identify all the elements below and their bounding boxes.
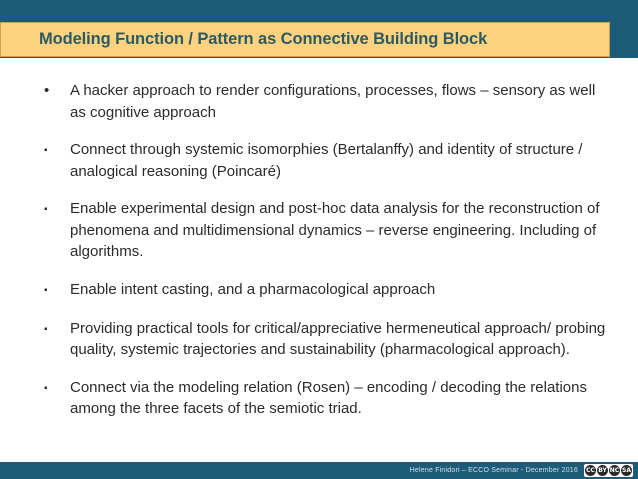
list-item-text: Enable intent casting, and a pharmacolog… [70,280,436,298]
bullet-square-icon: ▪ [44,382,48,394]
list-item: ▪ Providing practical tools for critical… [0,318,638,361]
slide-title-bar: Modeling Function / Pattern as Connectiv… [0,22,610,57]
bullet-square-icon: ▪ [44,145,48,156]
cc-by-icon: BY [597,465,608,476]
slide-body: • A hacker approach to render configurat… [0,58,638,462]
bullet-square-icon: ▪ [44,204,48,215]
list-item: ▪ Enable intent casting, and a pharmacol… [0,279,638,302]
list-item-text: Enable experimental design and post-hoc … [70,200,600,260]
list-item: • A hacker approach to render configurat… [0,80,638,123]
list-item-text: Connect via the modeling relation (Rosen… [70,378,587,418]
bullet-square-icon: ▪ [44,284,48,296]
list-item-text: Connect through systemic isomorphies (Be… [70,141,583,180]
list-item-text: Providing practical tools for critical/a… [70,319,606,359]
bullet-disc-icon: • [44,82,50,99]
bullet-square-icon: ▪ [44,323,48,335]
list-item: ▪ Connect via the modeling relation (Ros… [0,377,638,420]
list-item-text: A hacker approach to render configuratio… [70,82,596,121]
cc-sa-icon: SA [621,465,632,476]
cc-nc-icon: NC [609,465,620,476]
creative-commons-license-badge[interactable]: CC BY NC SA [584,464,633,477]
list-item: ▪ Connect through systemic isomorphies (… [0,139,638,182]
footer-band: Helene Finidori – ECCO Seminar - Decembe… [0,462,638,479]
footer-attribution: Helene Finidori – ECCO Seminar - Decembe… [409,467,578,474]
list-item: ▪ Enable experimental design and post-ho… [0,198,638,263]
bullet-list: • A hacker approach to render configurat… [0,58,638,420]
page-title: Modeling Function / Pattern as Connectiv… [39,30,488,48]
cc-icon: CC [585,465,596,476]
